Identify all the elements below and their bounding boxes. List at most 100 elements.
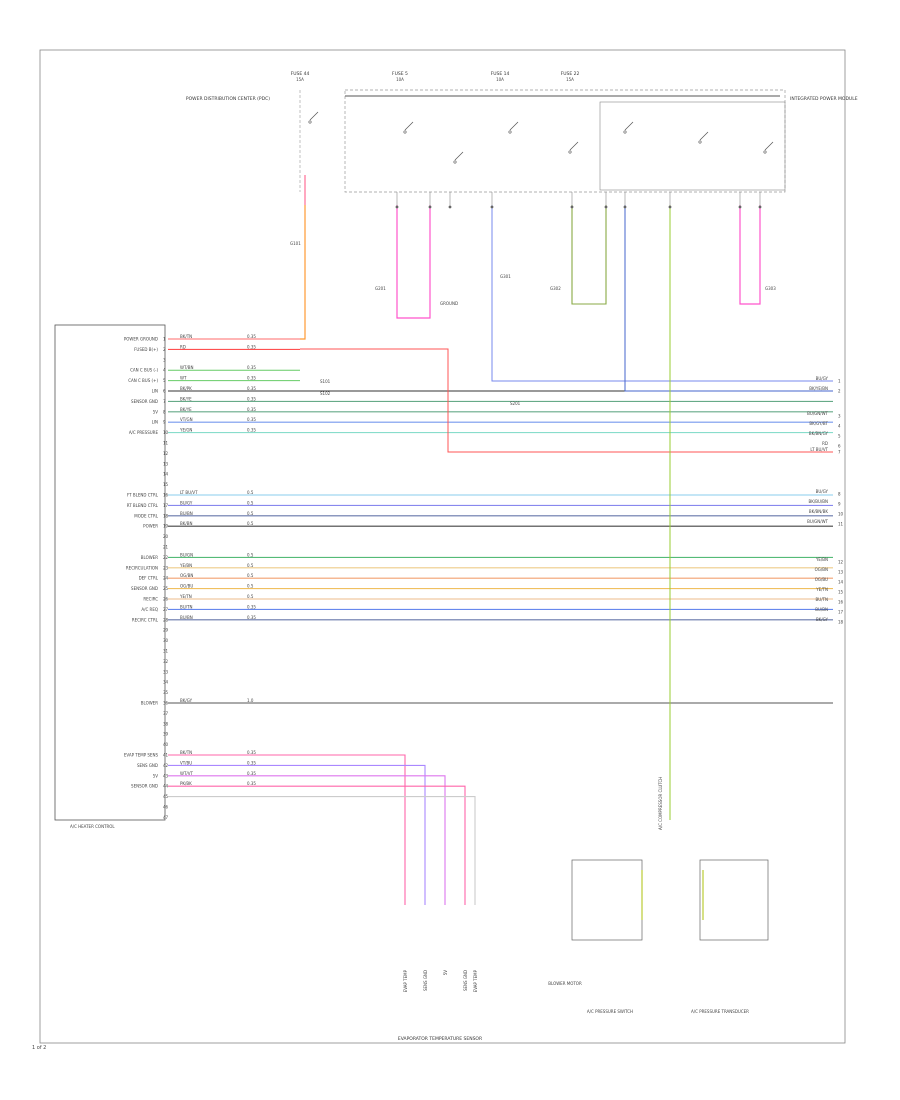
right-pin-number: 15	[838, 590, 844, 595]
right-pin-number: 9	[838, 502, 841, 507]
pin-number: 18	[163, 513, 169, 518]
wire-gauge: 0.35	[247, 376, 256, 381]
pin-number: 11	[163, 441, 169, 446]
pin-number: 12	[163, 451, 169, 456]
wire-code: YE/BN	[179, 563, 192, 568]
right-wire-code: BK/BU/BN	[809, 499, 828, 504]
wire-gauge: 0.5	[247, 490, 254, 495]
wire-sensor	[168, 754, 406, 905]
pin-number: 15	[163, 482, 169, 487]
wire-code: WT/BN	[180, 365, 193, 370]
wire-code: OG/BU	[180, 584, 193, 589]
pin-label: LIN	[152, 420, 158, 425]
pin-label: EVAP TEMP SENS	[124, 753, 159, 758]
fuse-label: FUSE 14	[491, 71, 510, 77]
right-wire-code: BU/GN/WT	[807, 411, 828, 416]
top-right-box-label: INTEGRATED POWER MODULE	[790, 96, 858, 102]
right-wire-code: BK/YE/BN	[809, 386, 828, 391]
bottom-sub-label: A/C PRESSURE SWITCH	[587, 1009, 633, 1014]
wire-code: BU/GY	[180, 500, 193, 505]
pin-number: 1	[163, 337, 166, 342]
wire-sensor	[168, 764, 426, 905]
wire-code: BK/BN	[180, 521, 192, 526]
wire-gauge: 0.35	[247, 750, 256, 755]
pin-number: 7	[163, 399, 166, 404]
switch-contact	[454, 151, 464, 161]
wire-code: BK/TN	[180, 334, 192, 339]
bottom-connector-label: 5V	[443, 970, 448, 976]
switch-contact	[624, 121, 634, 131]
page-label: 1 of 2	[32, 1045, 47, 1051]
right-pin-number: 10	[838, 512, 844, 517]
wire-gauge: 0.5	[247, 563, 254, 568]
pin-label: FUSED B(+)	[134, 347, 158, 352]
wire-code: BK/YE	[180, 407, 192, 412]
switch-node	[763, 150, 767, 154]
connector-pin	[758, 205, 762, 209]
fuse-rating: 10A	[396, 77, 404, 82]
right-pin-number: 17	[838, 610, 844, 615]
junction-label: G201	[375, 286, 386, 291]
pin-number: 2	[163, 347, 166, 352]
pin-number: 25	[163, 586, 169, 591]
right-wire-code: BU/BN	[815, 607, 828, 612]
right-wire-code: YE/BN	[815, 557, 828, 562]
wire-gauge: 0.5	[247, 552, 254, 557]
wire-gauge: 0.5	[247, 500, 254, 505]
switch-node	[568, 150, 572, 154]
pin-number: 35	[163, 690, 169, 695]
pin-number: 27	[163, 607, 169, 612]
right-pin-number: 6	[838, 444, 841, 449]
pin-number: 22	[163, 555, 169, 560]
pin-label: BLOWER	[141, 555, 158, 560]
wire-gauge: 0.5	[247, 511, 254, 516]
pin-number: 36	[163, 701, 169, 706]
pin-number: 16	[163, 493, 169, 498]
pin-label: SENSOR GND	[131, 784, 158, 789]
connector-pin	[570, 205, 574, 209]
pin-number: 17	[163, 503, 169, 508]
wire-code: WT	[180, 376, 187, 381]
bottom-connector-label: SENS GND	[463, 970, 468, 991]
switch-contact	[764, 141, 774, 151]
pin-number: 40	[163, 742, 169, 747]
pin-number: 4	[163, 368, 166, 373]
ground-label: GROUND	[440, 301, 458, 306]
right-wire-code: BU/GY	[816, 376, 829, 381]
connector-pin	[428, 205, 432, 209]
wire-ground-feed	[300, 175, 306, 340]
switch-contact	[404, 121, 414, 131]
wire-gauge: 0.35	[247, 604, 256, 609]
switch-node	[453, 160, 457, 164]
pin-number: 39	[163, 732, 169, 737]
switch-contact	[309, 111, 319, 121]
bottom-connector-label: EVAP TEMP	[473, 969, 478, 992]
connector-pin	[668, 205, 672, 209]
pin-label: LIN	[152, 389, 158, 394]
right-pin-number: 12	[838, 560, 844, 565]
pin-label: A/C REQ	[141, 607, 158, 612]
junction-label: G301	[500, 274, 511, 279]
compressor-label: A/C COMPRESSOR CLUTCH	[658, 777, 663, 830]
switch-node	[308, 120, 312, 124]
sensor-label: EVAPORATOR TEMPERATURE SENSOR	[398, 1036, 482, 1042]
switch-node	[508, 130, 512, 134]
pin-number: 41	[163, 753, 169, 758]
wire-bundle	[168, 95, 833, 905]
pin-number: 6	[163, 389, 166, 394]
pin-number: 5	[163, 378, 166, 383]
pin-label: POWER GROUND	[124, 337, 158, 342]
pin-number: 28	[163, 617, 169, 622]
wire-gauge: 0.35	[247, 344, 256, 349]
right-wire-code: BU/GY	[816, 489, 829, 494]
right-pin-number: 18	[838, 620, 844, 625]
right-pin-number: 8	[838, 492, 841, 497]
junction-label: G303	[765, 286, 776, 291]
pin-number: 19	[163, 524, 169, 529]
wire-code: YE/GN	[179, 428, 192, 433]
right-wire-code: BK/GY	[816, 617, 829, 622]
wire-loop	[571, 205, 607, 305]
junction-label: G101	[290, 241, 301, 246]
pin-label: SENS GND	[137, 763, 158, 768]
switch-contact	[509, 121, 519, 131]
